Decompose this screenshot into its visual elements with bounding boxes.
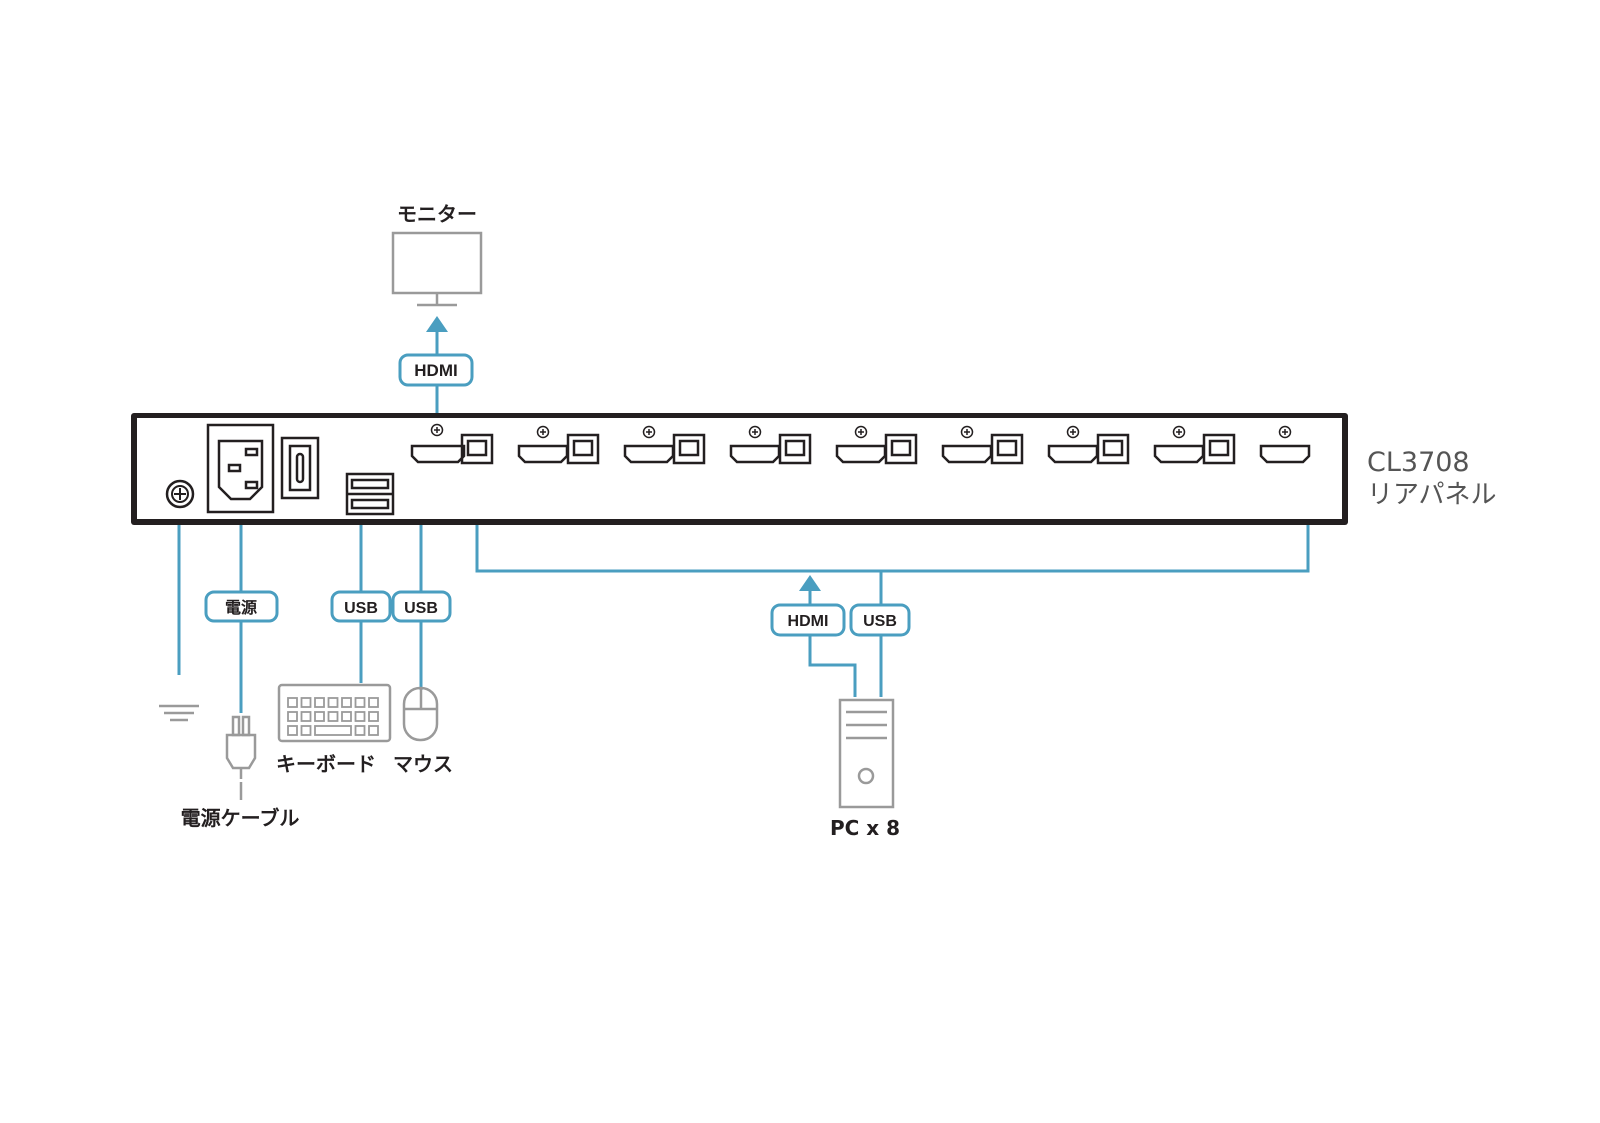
keyboard-key bbox=[300, 697, 312, 708]
keyboard-key bbox=[314, 725, 352, 736]
keyboard-key bbox=[354, 697, 366, 708]
usb-b-port-icon bbox=[566, 433, 600, 465]
power-cable-label: 電源ケーブル bbox=[181, 806, 300, 830]
pc-tower-icon bbox=[838, 698, 895, 809]
keyboard-key bbox=[327, 697, 339, 708]
ground-screw-icon bbox=[165, 479, 195, 509]
pc-usb-tag: USB bbox=[849, 603, 911, 637]
keyboard-usb-tag: USB bbox=[330, 590, 392, 623]
pc-hdmi-tag: HDMI bbox=[770, 603, 846, 637]
monitor-icon bbox=[391, 231, 483, 307]
monitor-hdmi-tag: HDMI bbox=[398, 353, 474, 387]
power-plug-icon bbox=[225, 715, 257, 800]
usb-b-port-icon bbox=[990, 433, 1024, 465]
usb-b-port-icon bbox=[1202, 433, 1236, 465]
keyboard-key bbox=[368, 697, 379, 708]
usb-b-port-icon bbox=[778, 433, 812, 465]
mouse-label: マウス bbox=[393, 752, 453, 776]
keyboard-key bbox=[287, 711, 298, 722]
usb-b-port-icon bbox=[460, 433, 494, 465]
keyboard-key bbox=[300, 725, 312, 736]
svg-text:電源: 電源 bbox=[225, 598, 257, 617]
svg-text:USB: USB bbox=[863, 613, 897, 630]
console-usb-ports bbox=[345, 472, 395, 516]
monitor-label: モニター bbox=[397, 202, 477, 226]
keyboard-key bbox=[368, 725, 379, 736]
keyboard-key bbox=[354, 711, 366, 722]
mouse-icon bbox=[402, 686, 439, 742]
keyboard-key bbox=[368, 711, 379, 722]
usb-b-port-icon bbox=[1096, 433, 1130, 465]
ground-symbol-icon bbox=[159, 704, 199, 722]
keyboard-label: キーボード bbox=[276, 752, 376, 776]
power-inlet-icon bbox=[206, 423, 275, 514]
power-switch-icon bbox=[280, 436, 320, 500]
pc-label: PC x 8 bbox=[830, 816, 900, 840]
svg-text:USB: USB bbox=[404, 600, 438, 617]
keyboard-key bbox=[354, 725, 366, 736]
console-hdmi-port bbox=[410, 423, 466, 464]
power-tag: 電源 bbox=[204, 590, 279, 623]
keyboard-key bbox=[314, 697, 325, 708]
usb-b-port-icon bbox=[884, 433, 918, 465]
pc-port-pair bbox=[1202, 425, 1311, 465]
keyboard-key bbox=[341, 697, 352, 708]
pc-port-pairs bbox=[460, 425, 1311, 465]
rear-panel bbox=[131, 413, 1348, 525]
keyboard-key bbox=[287, 725, 298, 736]
keyboard-key bbox=[287, 697, 298, 708]
svg-text:HDMI: HDMI bbox=[414, 361, 457, 380]
svg-text:USB: USB bbox=[344, 600, 378, 617]
model-number: CL3708 bbox=[1367, 447, 1470, 478]
mouse-usb-tag: USB bbox=[391, 590, 452, 623]
usb-b-port-icon bbox=[672, 433, 706, 465]
keyboard-key bbox=[300, 711, 312, 722]
keyboard-key bbox=[341, 711, 352, 722]
keyboard-key bbox=[327, 711, 339, 722]
monitor-arrow-icon bbox=[426, 316, 448, 332]
panel-caption: リアパネル bbox=[1367, 480, 1496, 510]
keyboard-key bbox=[314, 711, 325, 722]
pc-hdmi-arrow-icon bbox=[799, 575, 821, 591]
hdmi-port-icon bbox=[1259, 425, 1311, 464]
keyboard-icon bbox=[277, 683, 392, 743]
svg-text:HDMI: HDMI bbox=[788, 613, 829, 630]
